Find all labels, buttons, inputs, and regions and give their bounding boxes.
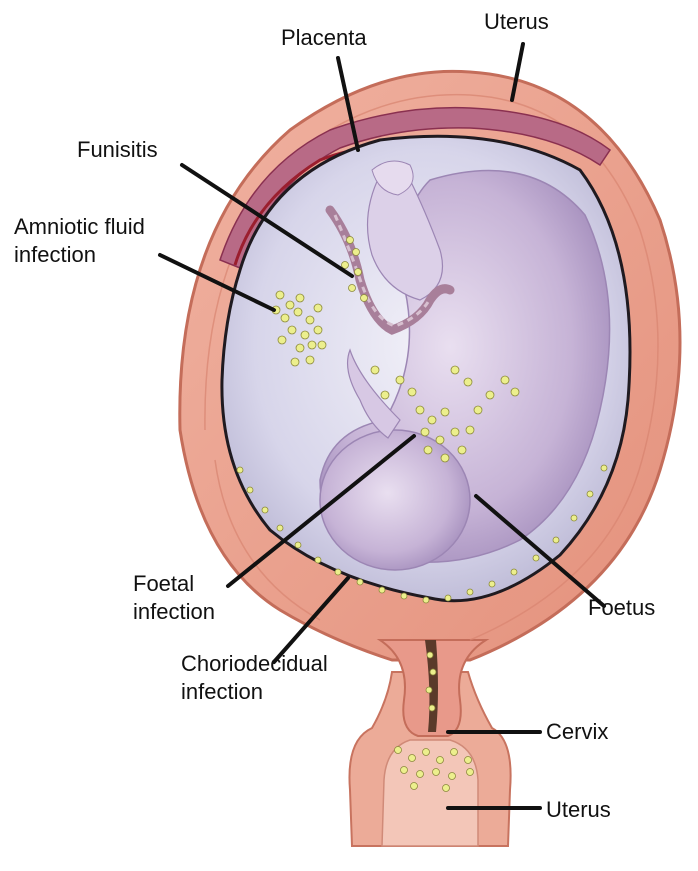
label-choriodecidual-infection: Choriodecidual infection <box>181 650 328 706</box>
label-amniotic-fluid-infection: Amniotic fluid infection <box>14 213 145 269</box>
label-placenta: Placenta <box>281 24 367 52</box>
label-funisitis: Funisitis <box>77 136 158 164</box>
label-uterus-top-text: Uterus <box>484 8 549 36</box>
label-uterus-top: Uterus <box>484 8 549 36</box>
label-funisitis-text: Funisitis <box>77 136 158 164</box>
label-cervix: Cervix <box>546 718 608 746</box>
label-foetal-line2: infection <box>133 598 215 626</box>
label-chorio-line1: Choriodecidual <box>181 650 328 678</box>
label-foetal-infection: Foetal infection <box>133 570 215 626</box>
label-cervix-text: Cervix <box>546 718 608 746</box>
label-foetal-line1: Foetal <box>133 570 215 598</box>
vaginal-canal <box>382 740 478 846</box>
label-amniotic-line2: infection <box>14 241 145 269</box>
label-chorio-line2: infection <box>181 678 328 706</box>
label-uterus-bottom-text: Uterus <box>546 796 611 824</box>
label-foetus: Foetus <box>588 594 655 622</box>
label-uterus-bottom: Uterus <box>546 796 611 824</box>
label-foetus-text: Foetus <box>588 594 655 622</box>
label-placenta-text: Placenta <box>281 24 367 52</box>
label-amniotic-line1: Amniotic fluid <box>14 213 145 241</box>
